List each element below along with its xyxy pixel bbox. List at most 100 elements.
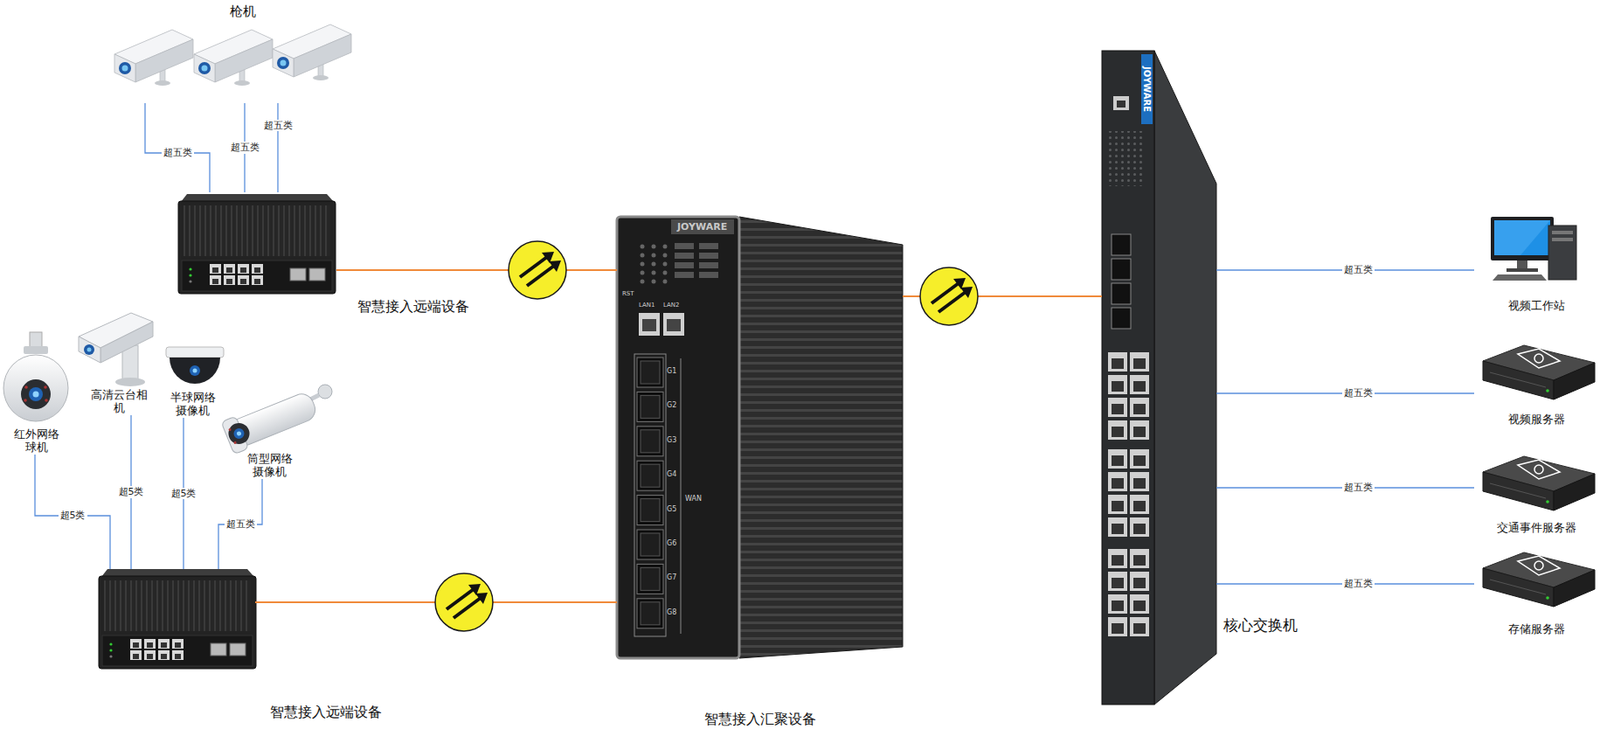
- led-grid: [651, 253, 657, 258]
- device-marking: JOYWARE: [1142, 66, 1152, 112]
- sfp-slots: [640, 429, 660, 453]
- dome-camera: [3, 354, 69, 422]
- device-marking: G6: [666, 540, 677, 548]
- cylinder-camera: [318, 384, 333, 399]
- servers: [1482, 552, 1595, 607]
- dome-camera: [3, 332, 69, 422]
- workstation-computer: [1551, 230, 1573, 235]
- sfp-slots: [637, 563, 664, 594]
- half-dome-camera: [193, 368, 198, 374]
- sfp-slots: [640, 360, 660, 384]
- node-label: 智慧接入远端设备: [357, 297, 470, 315]
- node-label: 智慧接入远端设备: [270, 703, 382, 721]
- sfp-slots: [640, 533, 660, 556]
- aggregation-device: [638, 312, 660, 336]
- fiber-link: [336, 269, 617, 271]
- sfp-slots: [637, 391, 664, 422]
- aggregation-device: [616, 216, 740, 659]
- sfp-slots: [637, 357, 664, 629]
- led-grid: [674, 271, 694, 278]
- led-grid: [674, 252, 694, 259]
- led-grid: [651, 244, 657, 250]
- ptz-camera: [100, 321, 153, 363]
- workstation-computer: [1490, 216, 1577, 281]
- led-grid: [663, 262, 668, 267]
- led-grid: [663, 253, 668, 258]
- dome-camera: [28, 387, 43, 402]
- cable-link: [277, 103, 278, 193]
- dome-camera: [33, 391, 40, 398]
- led-grid: [699, 271, 719, 278]
- dome-camera: [23, 398, 28, 402]
- core-switch-device: [1111, 234, 1131, 256]
- workstation-computer: [1494, 220, 1551, 256]
- led-grid: [651, 262, 657, 267]
- cable-label: 超五类: [1342, 577, 1375, 589]
- device-marking: RST: [622, 290, 635, 298]
- fiber-symbols: [920, 267, 978, 326]
- led-grid: [699, 242, 719, 250]
- camera-device: 筒型网络摄像机: [227, 380, 334, 479]
- led-grid: [640, 244, 645, 250]
- ptz-camera: [87, 347, 92, 353]
- aggregation-device: [642, 318, 657, 332]
- cylinder-camera: [232, 426, 247, 441]
- remote-switches: [98, 193, 336, 669]
- device-marking: G5: [666, 505, 677, 514]
- node-label: 存储服务器: [1474, 622, 1599, 637]
- device-marking: G7: [666, 574, 677, 582]
- workstation-computer: [1551, 237, 1573, 242]
- core-switch-device: [1111, 283, 1131, 305]
- ptz-camera: [83, 344, 95, 355]
- sfp-slots: [640, 602, 660, 625]
- device-marking: G1: [666, 367, 677, 376]
- cable-label: 超五类: [1342, 263, 1375, 276]
- cable-label: 超5类: [58, 509, 88, 521]
- core-switch-device: [1108, 449, 1152, 541]
- half-dome-camera: [189, 365, 201, 376]
- server-node: 视频服务器: [1474, 339, 1599, 427]
- led-grid: [674, 262, 694, 269]
- core-switch-device: [1111, 307, 1131, 329]
- workstation-computer: [1506, 268, 1538, 272]
- cable-label: 超五类: [1342, 481, 1375, 493]
- sfp-slots: [637, 495, 664, 526]
- aggregation-device: [666, 318, 681, 332]
- core-switch-device: [1154, 50, 1217, 705]
- aggregation-device: [680, 358, 682, 634]
- bullet-cameras: [114, 29, 194, 86]
- server-node: 存储服务器: [1474, 547, 1599, 637]
- device-marking: G8: [666, 609, 677, 617]
- servers: [1482, 456, 1595, 511]
- remote-switches: [178, 193, 336, 294]
- led-grid: [640, 242, 720, 284]
- sfp-slots: [637, 529, 664, 560]
- sfp-slots: [637, 426, 664, 457]
- cable-link: [145, 103, 210, 193]
- node-label: 智慧接入汇聚设备: [704, 710, 817, 728]
- remote-switch: 智慧接入远端设备: [178, 192, 337, 297]
- servers: [1482, 345, 1595, 400]
- aggregation-device: [671, 219, 735, 235]
- led-grid: [674, 242, 694, 250]
- cable-label: 超五类: [1342, 387, 1375, 399]
- sfp-slots: [637, 598, 664, 629]
- aggregation-device: [616, 216, 903, 659]
- half-dome-camera: [166, 346, 224, 384]
- cylinder-camera: [228, 428, 232, 432]
- core-switch-device: [1141, 54, 1153, 125]
- core-switch-device: [1111, 258, 1131, 280]
- dome-camera: [23, 346, 49, 354]
- ptz-camera: [115, 377, 146, 387]
- sfp-slots: [637, 460, 664, 491]
- device-marking: LAN2: [663, 302, 680, 310]
- fiber-symbols: [435, 573, 493, 631]
- led-grid: [640, 279, 645, 284]
- server-node: 交通事件服务器: [1474, 450, 1599, 535]
- core-switch-device: [1113, 96, 1130, 111]
- camera-device: 红外网络球机: [3, 330, 70, 455]
- workstation-computer: [1516, 260, 1528, 270]
- bullet-cameras: [193, 29, 273, 86]
- dome-camera: [43, 385, 48, 389]
- camera-group: 枪机: [110, 1, 375, 104]
